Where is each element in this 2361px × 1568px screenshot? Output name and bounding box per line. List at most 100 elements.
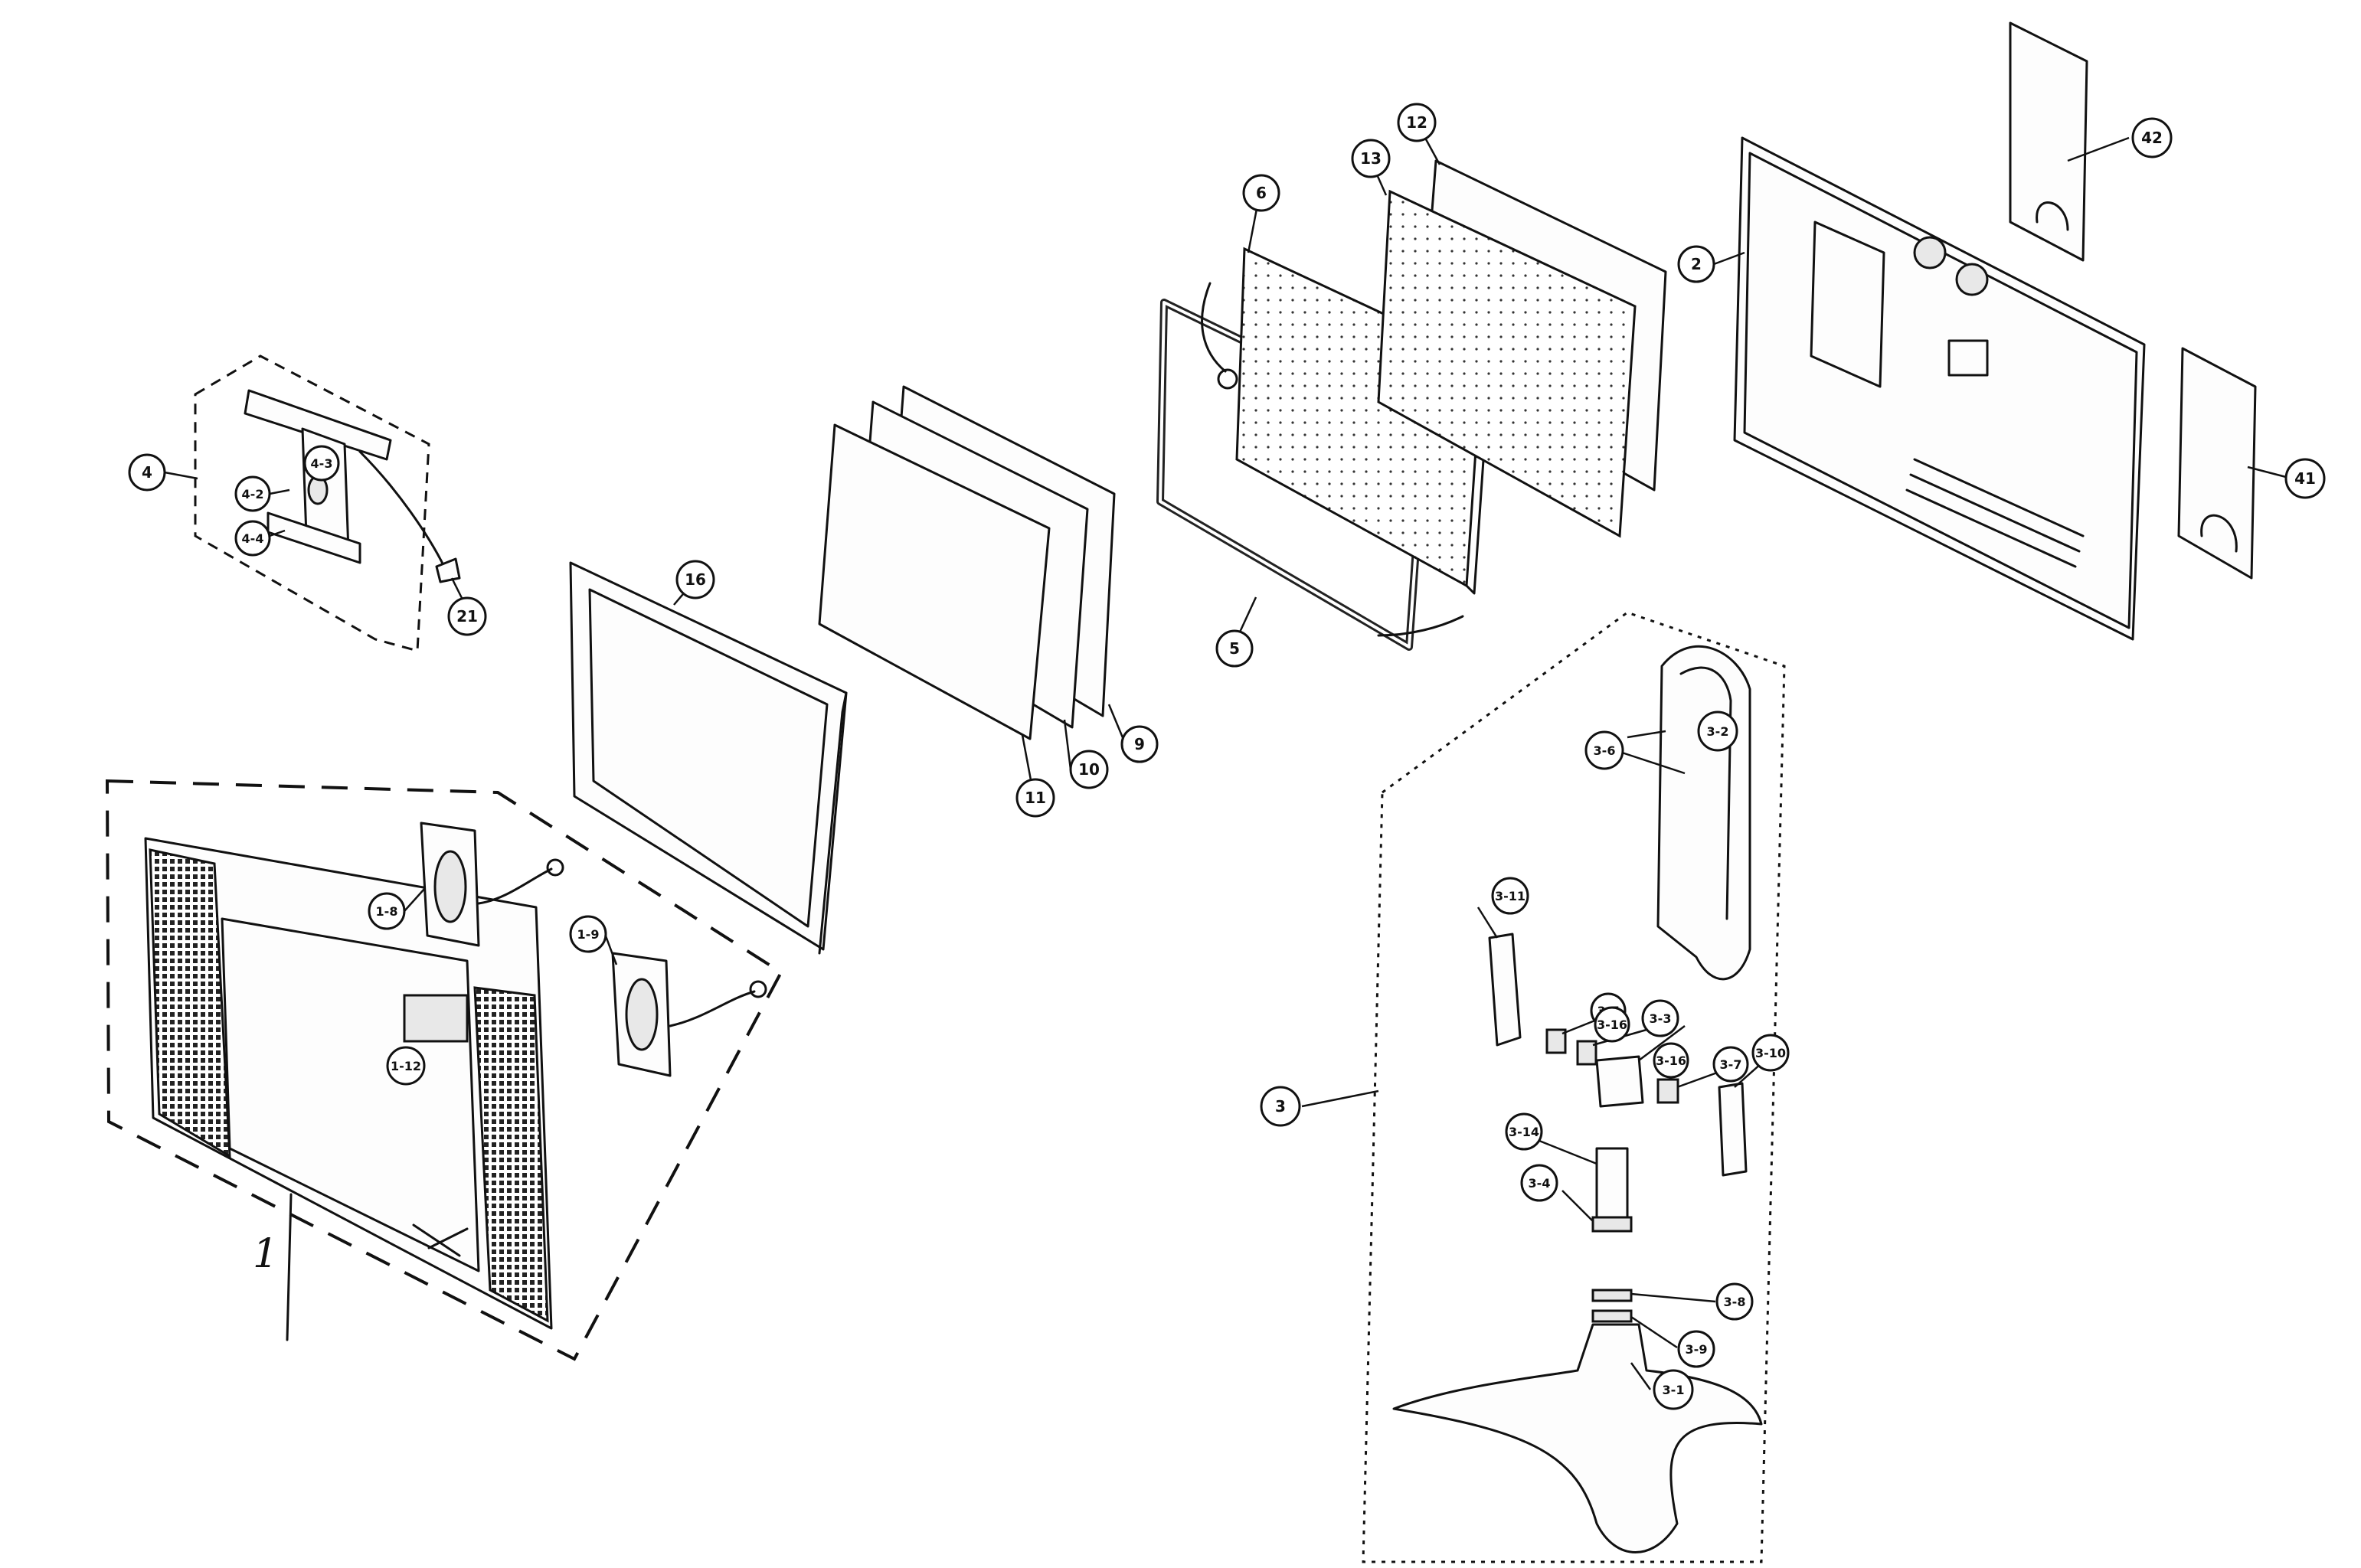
- panel-frame-16: [569, 561, 848, 955]
- callout-9: 9: [1120, 725, 1159, 763]
- svg-text:3-14: 3-14: [1509, 1125, 1539, 1139]
- assembly-1-leader: [286, 1193, 293, 1341]
- assembly-3-boundary: [1362, 611, 1786, 1563]
- callout-4-3: 4-3: [303, 445, 340, 482]
- front-bezel-assembly: 1: [105, 779, 783, 1361]
- bezel-logo-mark: [412, 1223, 469, 1257]
- svg-text:42: 42: [2141, 129, 2163, 147]
- callout-3: 3: [1260, 1086, 1301, 1127]
- svg-text:1-8: 1-8: [376, 904, 398, 919]
- cabinet-fan-2: [1955, 263, 1989, 296]
- callout-5: 5: [1215, 629, 1254, 668]
- callout-21: 21: [447, 596, 487, 636]
- callout-3-8: 3-8: [1715, 1282, 1754, 1321]
- callout-10: 10: [1069, 750, 1109, 789]
- callout-41: 41: [2284, 458, 2326, 499]
- svg-text:4-4: 4-4: [242, 531, 264, 546]
- svg-text:3: 3: [1275, 1097, 1286, 1116]
- callout-3-9: 3-9: [1677, 1330, 1715, 1368]
- cabinet-vents: [1905, 458, 2085, 568]
- control-connector: [435, 557, 461, 583]
- assembly-1-label: 1: [253, 1231, 278, 1277]
- svg-text:3-4: 3-4: [1529, 1176, 1551, 1191]
- lamp-wire-bottom: [1377, 615, 1464, 637]
- svg-text:10: 10: [1078, 760, 1100, 779]
- sheet-11: [818, 423, 1051, 740]
- svg-text:1-9: 1-9: [577, 927, 600, 942]
- callout-11: 11: [1015, 778, 1055, 818]
- lcd-panel-13: [1377, 189, 1637, 538]
- assembly-1-boundary: [105, 779, 783, 1361]
- svg-text:4-2: 4-2: [242, 487, 264, 501]
- callout-3-16b: 3-16: [1653, 1042, 1689, 1079]
- callout-1-9: 1-9: [569, 915, 607, 953]
- svg-text:11: 11: [1025, 789, 1046, 807]
- svg-text:3-3: 3-3: [1650, 1011, 1672, 1026]
- callout-4: 4: [128, 453, 166, 492]
- svg-text:3-11: 3-11: [1495, 889, 1525, 903]
- svg-text:1-12: 1-12: [391, 1059, 421, 1073]
- rear-cabinet-2: [1733, 136, 2146, 641]
- control-bracket-top: [244, 389, 392, 461]
- washer-3-9: [1591, 1309, 1633, 1323]
- washer-3-16b: [1656, 1078, 1679, 1104]
- svg-text:3-10: 3-10: [1755, 1046, 1786, 1060]
- hinge-3-3: [1595, 1055, 1644, 1108]
- washer-3-8: [1591, 1289, 1633, 1302]
- cabinet-power-block: [1810, 220, 1885, 388]
- callout-3-10: 3-10: [1751, 1034, 1790, 1072]
- callout-3-4: 3-4: [1520, 1164, 1558, 1202]
- callout-16: 16: [675, 560, 715, 599]
- callout-3-16a: 3-16: [1594, 1006, 1630, 1043]
- control-bracket-assembly: [194, 354, 461, 652]
- rear-cover-42: [2009, 21, 2088, 262]
- callout-3-7b: 3-7: [1712, 1046, 1749, 1083]
- svg-text:3-8: 3-8: [1724, 1295, 1746, 1309]
- cabinet-mount: [1947, 339, 1989, 377]
- control-cable: [358, 450, 446, 568]
- callout-12: 12: [1397, 103, 1437, 142]
- svg-text:2: 2: [1691, 255, 1702, 273]
- svg-text:21: 21: [456, 607, 478, 626]
- svg-text:12: 12: [1406, 113, 1427, 132]
- svg-text:3-7: 3-7: [1720, 1057, 1742, 1072]
- callout-3-11: 3-11: [1491, 877, 1529, 915]
- svg-text:3-16: 3-16: [1656, 1054, 1686, 1068]
- svg-text:3-2: 3-2: [1707, 724, 1729, 739]
- callout-4-4: 4-4: [234, 520, 271, 557]
- callout-3-14: 3-14: [1505, 1112, 1543, 1151]
- svg-text:3-1: 3-1: [1663, 1383, 1685, 1397]
- svg-text:3-16: 3-16: [1597, 1018, 1627, 1032]
- diffuser-sheets: [818, 385, 1116, 740]
- svg-text:16: 16: [685, 570, 706, 589]
- stand-arm: [1656, 645, 1751, 981]
- svg-text:5: 5: [1229, 639, 1240, 658]
- bezel-window-1-12: [403, 994, 469, 1043]
- control-bracket-base: [267, 511, 361, 564]
- svg-text:41: 41: [2294, 469, 2316, 488]
- callout-1-12: 1-12: [386, 1046, 426, 1086]
- callout-3-2: 3-2: [1697, 710, 1738, 752]
- assembly-4-boundary: [194, 354, 430, 652]
- hinge-bracket-3-11: [1488, 933, 1522, 1047]
- hinge-bracket-3-10: [1718, 1082, 1748, 1177]
- collar-3-4: [1591, 1216, 1633, 1233]
- callout-4-2: 4-2: [234, 475, 271, 512]
- svg-text:9: 9: [1134, 735, 1145, 753]
- callout-3-6: 3-6: [1584, 730, 1624, 770]
- callout-1-8: 1-8: [368, 892, 406, 930]
- svg-text:4-3: 4-3: [311, 456, 333, 471]
- speaker-1-9: [611, 952, 767, 1077]
- callout-2: 2: [1677, 245, 1715, 283]
- svg-text:3-9: 3-9: [1686, 1342, 1708, 1357]
- left-speaker-grille: [149, 848, 231, 1158]
- svg-text:4: 4: [142, 463, 152, 482]
- callout-3-3: 3-3: [1641, 999, 1679, 1037]
- callout-13: 13: [1351, 139, 1391, 178]
- callout-6: 6: [1242, 174, 1280, 212]
- svg-text:13: 13: [1360, 149, 1382, 168]
- callout-3-1: 3-1: [1653, 1369, 1694, 1410]
- callout-42: 42: [2131, 117, 2173, 158]
